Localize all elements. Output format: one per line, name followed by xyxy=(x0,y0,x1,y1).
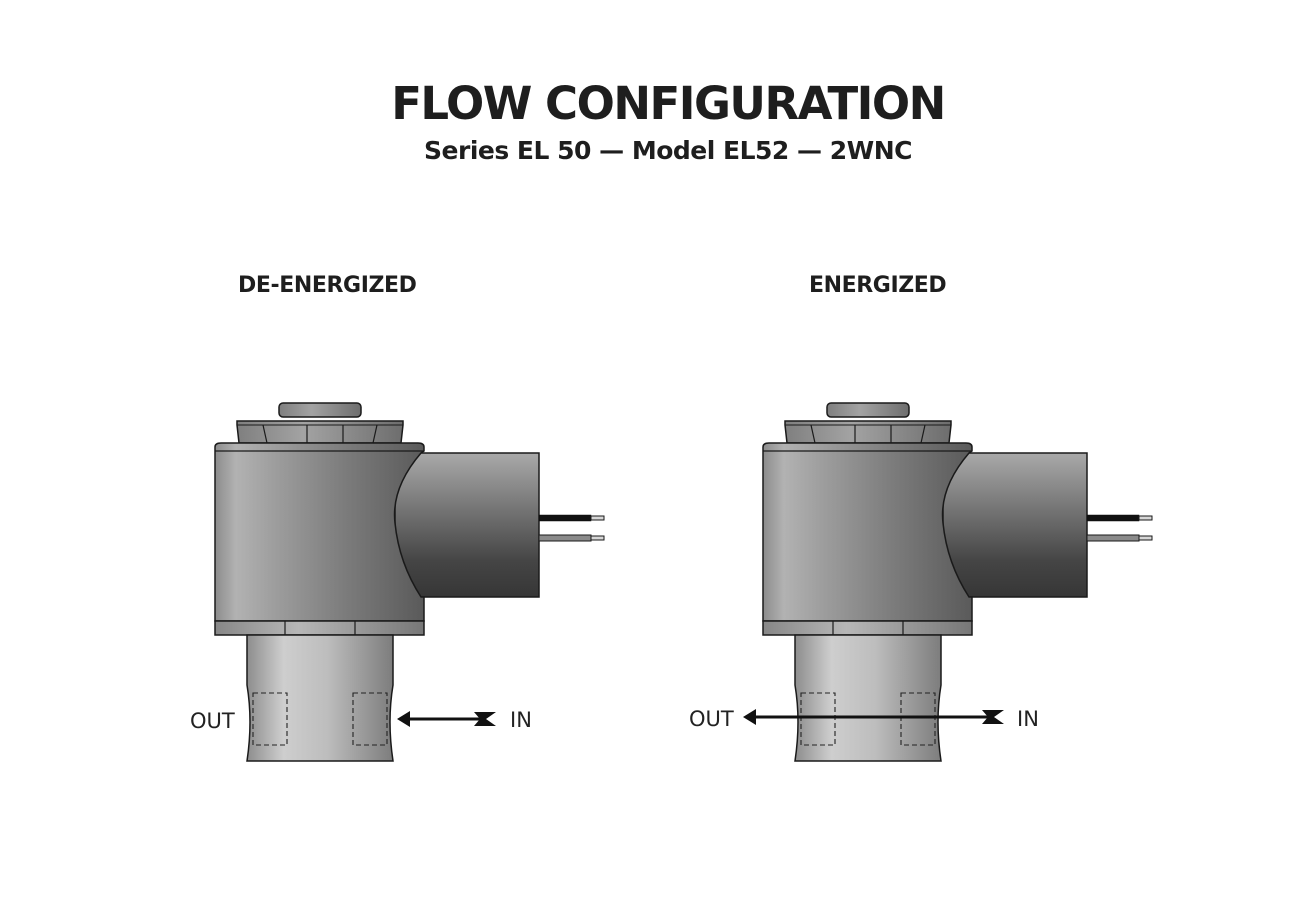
port-label-out: OUT xyxy=(689,707,734,731)
state-label-energized: ENERGIZED xyxy=(809,273,947,298)
valve-energized: OUT IN xyxy=(689,402,1153,762)
state-label-de-energized: DE-ENERGIZED xyxy=(238,273,417,298)
page-subtitle: Series EL 50 — Model EL52 — 2WNC xyxy=(424,136,912,165)
valve-de-energized: OUT IN xyxy=(190,402,605,762)
in-flow-arrow-de-energized xyxy=(397,711,496,727)
port-label-in: IN xyxy=(510,708,532,732)
flow-through-arrow-energized xyxy=(743,709,1004,725)
port-label-in: IN xyxy=(1017,707,1039,731)
valve-body-de-energized xyxy=(214,402,605,762)
valve-body-energized xyxy=(762,402,1153,762)
port-label-out: OUT xyxy=(190,709,235,733)
page-title: FLOW CONFIGURATION xyxy=(391,77,946,130)
